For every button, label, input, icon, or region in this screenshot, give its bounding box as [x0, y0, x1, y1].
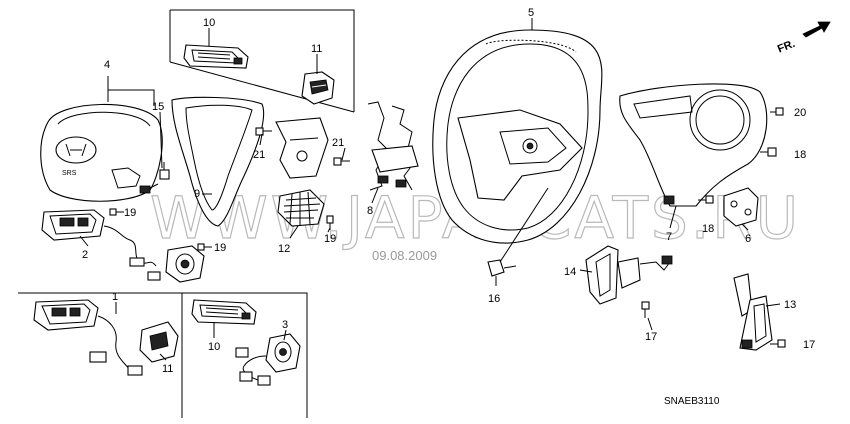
switch-assembly-part-1 [33, 299, 143, 376]
screw-part-21-b [333, 157, 350, 166]
paddle-shifter-part-14 [585, 245, 673, 305]
date-stamp: 09.08.2009 [372, 248, 437, 263]
callout-9: 9 [194, 188, 200, 200]
direction-label: FR. [776, 38, 797, 56]
callout-10: 10 [203, 17, 215, 29]
inset-box-10-11 [169, 9, 355, 113]
screw-part-19-a [109, 208, 124, 216]
callout-11: 11 [162, 363, 173, 375]
bolt-part-15 [159, 162, 170, 180]
callout-2: 2 [82, 249, 88, 261]
callout-20: 20 [794, 107, 806, 119]
rear-cover-part-7 [619, 83, 768, 207]
callout-6: 6 [745, 233, 751, 245]
mesh-cover-part-12 [277, 189, 325, 227]
callout-19: 19 [124, 207, 136, 219]
switch-bezel-part-10-b [191, 299, 257, 325]
screw-part-20 [770, 107, 784, 116]
callout-8: 8 [367, 205, 373, 217]
callout-11: 11 [311, 43, 322, 55]
screw-part-18-b [698, 195, 714, 204]
bolt-part-16 [487, 187, 549, 277]
bracket-assembly [275, 117, 329, 179]
screw-part-18-a [760, 147, 777, 157]
right-switch-part-2 [165, 245, 205, 283]
callout-15: 15 [152, 101, 164, 113]
callout-21: 21 [253, 149, 265, 161]
inset-box-bottom [18, 292, 308, 418]
diagram-code: SNAEB3110 [664, 396, 720, 407]
callout-17: 17 [645, 331, 657, 343]
callout-17: 17 [803, 339, 815, 351]
callout-4: 4 [104, 59, 110, 71]
callout-21: 21 [332, 137, 344, 149]
callout-7: 7 [666, 231, 672, 243]
lower-cover-part-9 [171, 96, 265, 227]
callout-19: 19 [324, 233, 336, 245]
screw-part-19-b [197, 243, 212, 251]
screw-part-17-a [641, 301, 650, 318]
callout-1: 1 [112, 291, 118, 303]
callout-18: 18 [794, 149, 806, 161]
bracket-part-6 [723, 187, 759, 227]
harness-bracket-part-8 [367, 101, 419, 191]
callout-14: 14 [564, 266, 576, 278]
screw-part-17-b [770, 339, 786, 348]
button-cover-part-11 [301, 71, 335, 105]
callout-5: 5 [528, 7, 534, 19]
callout-3: 3 [282, 319, 288, 331]
callout-19: 19 [214, 242, 226, 254]
front-direction-indicator: FR. [776, 21, 831, 56]
callout-16: 16 [488, 293, 500, 305]
switch-assembly-part-3 [235, 333, 301, 386]
callout-18: 18 [702, 223, 714, 235]
callout-13: 13 [784, 299, 796, 311]
screw-part-21-a [255, 127, 272, 136]
callout-10: 10 [208, 341, 220, 353]
callout-12: 12 [278, 243, 290, 255]
switch-assembly-part-2 [41, 209, 161, 281]
callout-labels: 5 4 15 10 11 19 2 19 9 21 21 12 19 8 20 … [82, 7, 815, 375]
right-switch-part-1 [139, 321, 179, 363]
paddle-shifter-part-13 [733, 273, 773, 351]
leader-lines [79, 18, 781, 361]
svg-text:SRS: SRS [62, 170, 77, 177]
airbag-module-part-4: SRS [40, 103, 163, 202]
arrow-right-icon [802, 21, 831, 38]
steering-wheel-part-5 [432, 29, 603, 244]
switch-bezel-part-10 [183, 44, 249, 69]
